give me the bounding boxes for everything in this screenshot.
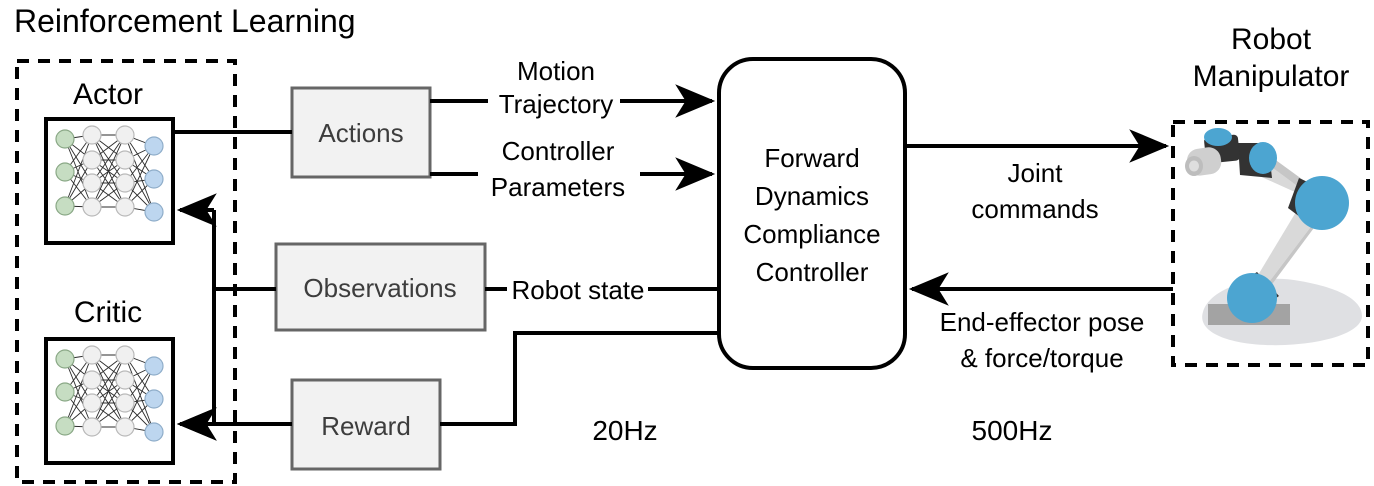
feedback-label-line-2: & force/torque bbox=[960, 343, 1123, 373]
controller-label-line-4: Controller bbox=[756, 257, 869, 287]
edge-controller-to-reward bbox=[440, 331, 719, 426]
joint-commands-label-line-1: Joint bbox=[1008, 158, 1064, 188]
critic-label: Critic bbox=[74, 296, 142, 329]
joint-commands-label-line-2: commands bbox=[971, 194, 1098, 224]
rl-rate-label: 20Hz bbox=[592, 415, 657, 446]
robot-title-line-2: Manipulator bbox=[1193, 60, 1350, 93]
reinforcement-learning-group-box bbox=[15, 59, 237, 484]
robot-manipulator-group-box bbox=[1171, 120, 1370, 367]
actor-neural-network-icon bbox=[55, 125, 164, 222]
forward-dynamics-compliance-controller-box[interactable]: Forward Dynamics Compliance Controller bbox=[717, 57, 907, 370]
diagram-title: Reinforcement Learning bbox=[14, 3, 356, 39]
motion-trajectory-label-line-1: Motion bbox=[517, 56, 595, 86]
robot-arm-illustration bbox=[1185, 128, 1362, 346]
robot-state-label: Robot state bbox=[512, 275, 645, 305]
controller-rate-label: 500Hz bbox=[972, 415, 1053, 446]
reward-box[interactable]: Reward bbox=[290, 378, 442, 471]
critic-neural-network-icon bbox=[55, 345, 164, 442]
controller-parameters-label-line-2: Parameters bbox=[491, 172, 625, 202]
reward-box-label: Reward bbox=[321, 411, 411, 441]
feedback-label-line-1: End-effector pose bbox=[940, 307, 1145, 337]
controller-label-line-3: Compliance bbox=[743, 219, 880, 249]
motion-trajectory-label-line-2: Trajectory bbox=[499, 89, 614, 119]
robot-title-line-1: Robot bbox=[1231, 23, 1312, 56]
controller-label-line-1: Forward bbox=[764, 143, 859, 173]
critic-network-panel[interactable] bbox=[44, 337, 175, 465]
actions-box[interactable]: Actions bbox=[290, 86, 432, 179]
observations-box-label: Observations bbox=[303, 273, 456, 303]
controller-label-line-2: Dynamics bbox=[755, 181, 869, 211]
actions-box-label: Actions bbox=[318, 118, 403, 148]
actor-label: Actor bbox=[73, 78, 143, 111]
controller-parameters-label-line-1: Controller bbox=[502, 136, 615, 166]
observations-box[interactable]: Observations bbox=[274, 242, 487, 332]
actor-network-panel[interactable] bbox=[44, 117, 175, 245]
